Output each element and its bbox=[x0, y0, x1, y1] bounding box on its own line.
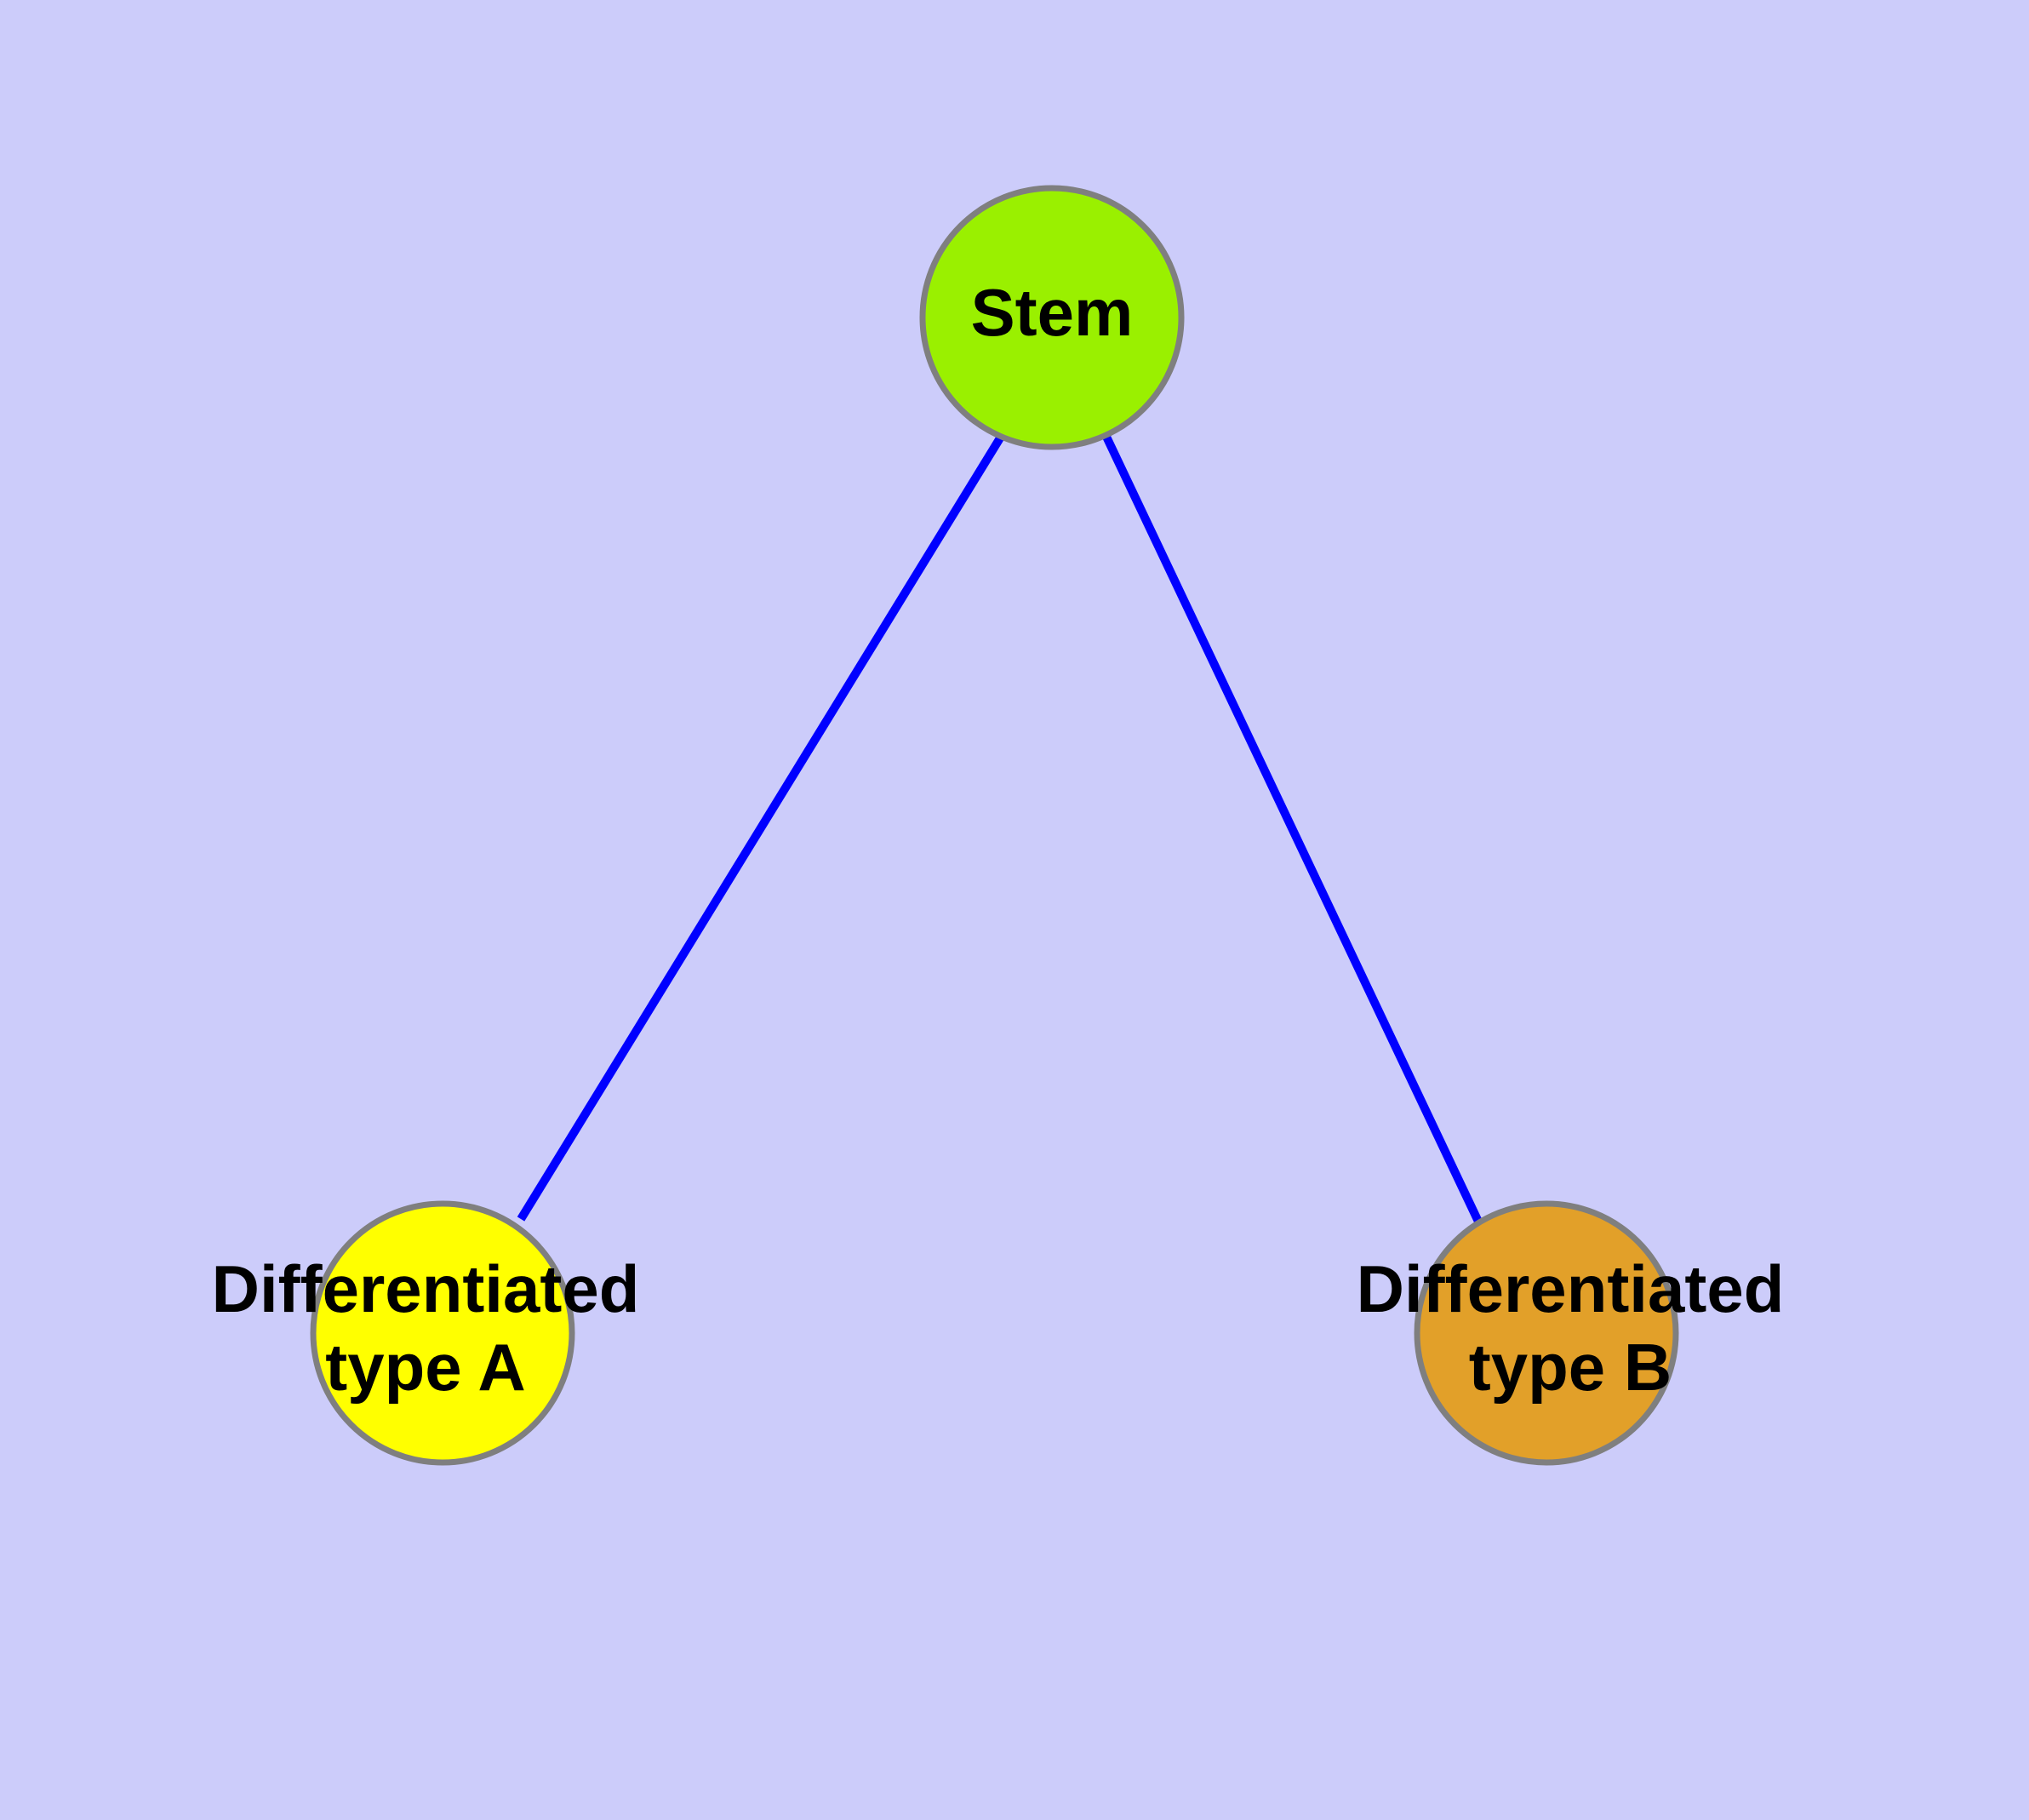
node-stem-label: Stem bbox=[971, 275, 1134, 350]
node-stem-circle[interactable] bbox=[919, 185, 1185, 450]
edge-stem-to-diff-a[interactable] bbox=[517, 434, 1005, 1222]
edge-stem-to-diff-b[interactable] bbox=[1102, 434, 1483, 1226]
node-stem[interactable]: Stem bbox=[919, 185, 1185, 450]
edge-layer bbox=[517, 434, 1483, 1226]
node-differentiated-type-b-circle[interactable] bbox=[1414, 1200, 1679, 1466]
node-differentiated-type-a-circle[interactable] bbox=[310, 1200, 575, 1466]
